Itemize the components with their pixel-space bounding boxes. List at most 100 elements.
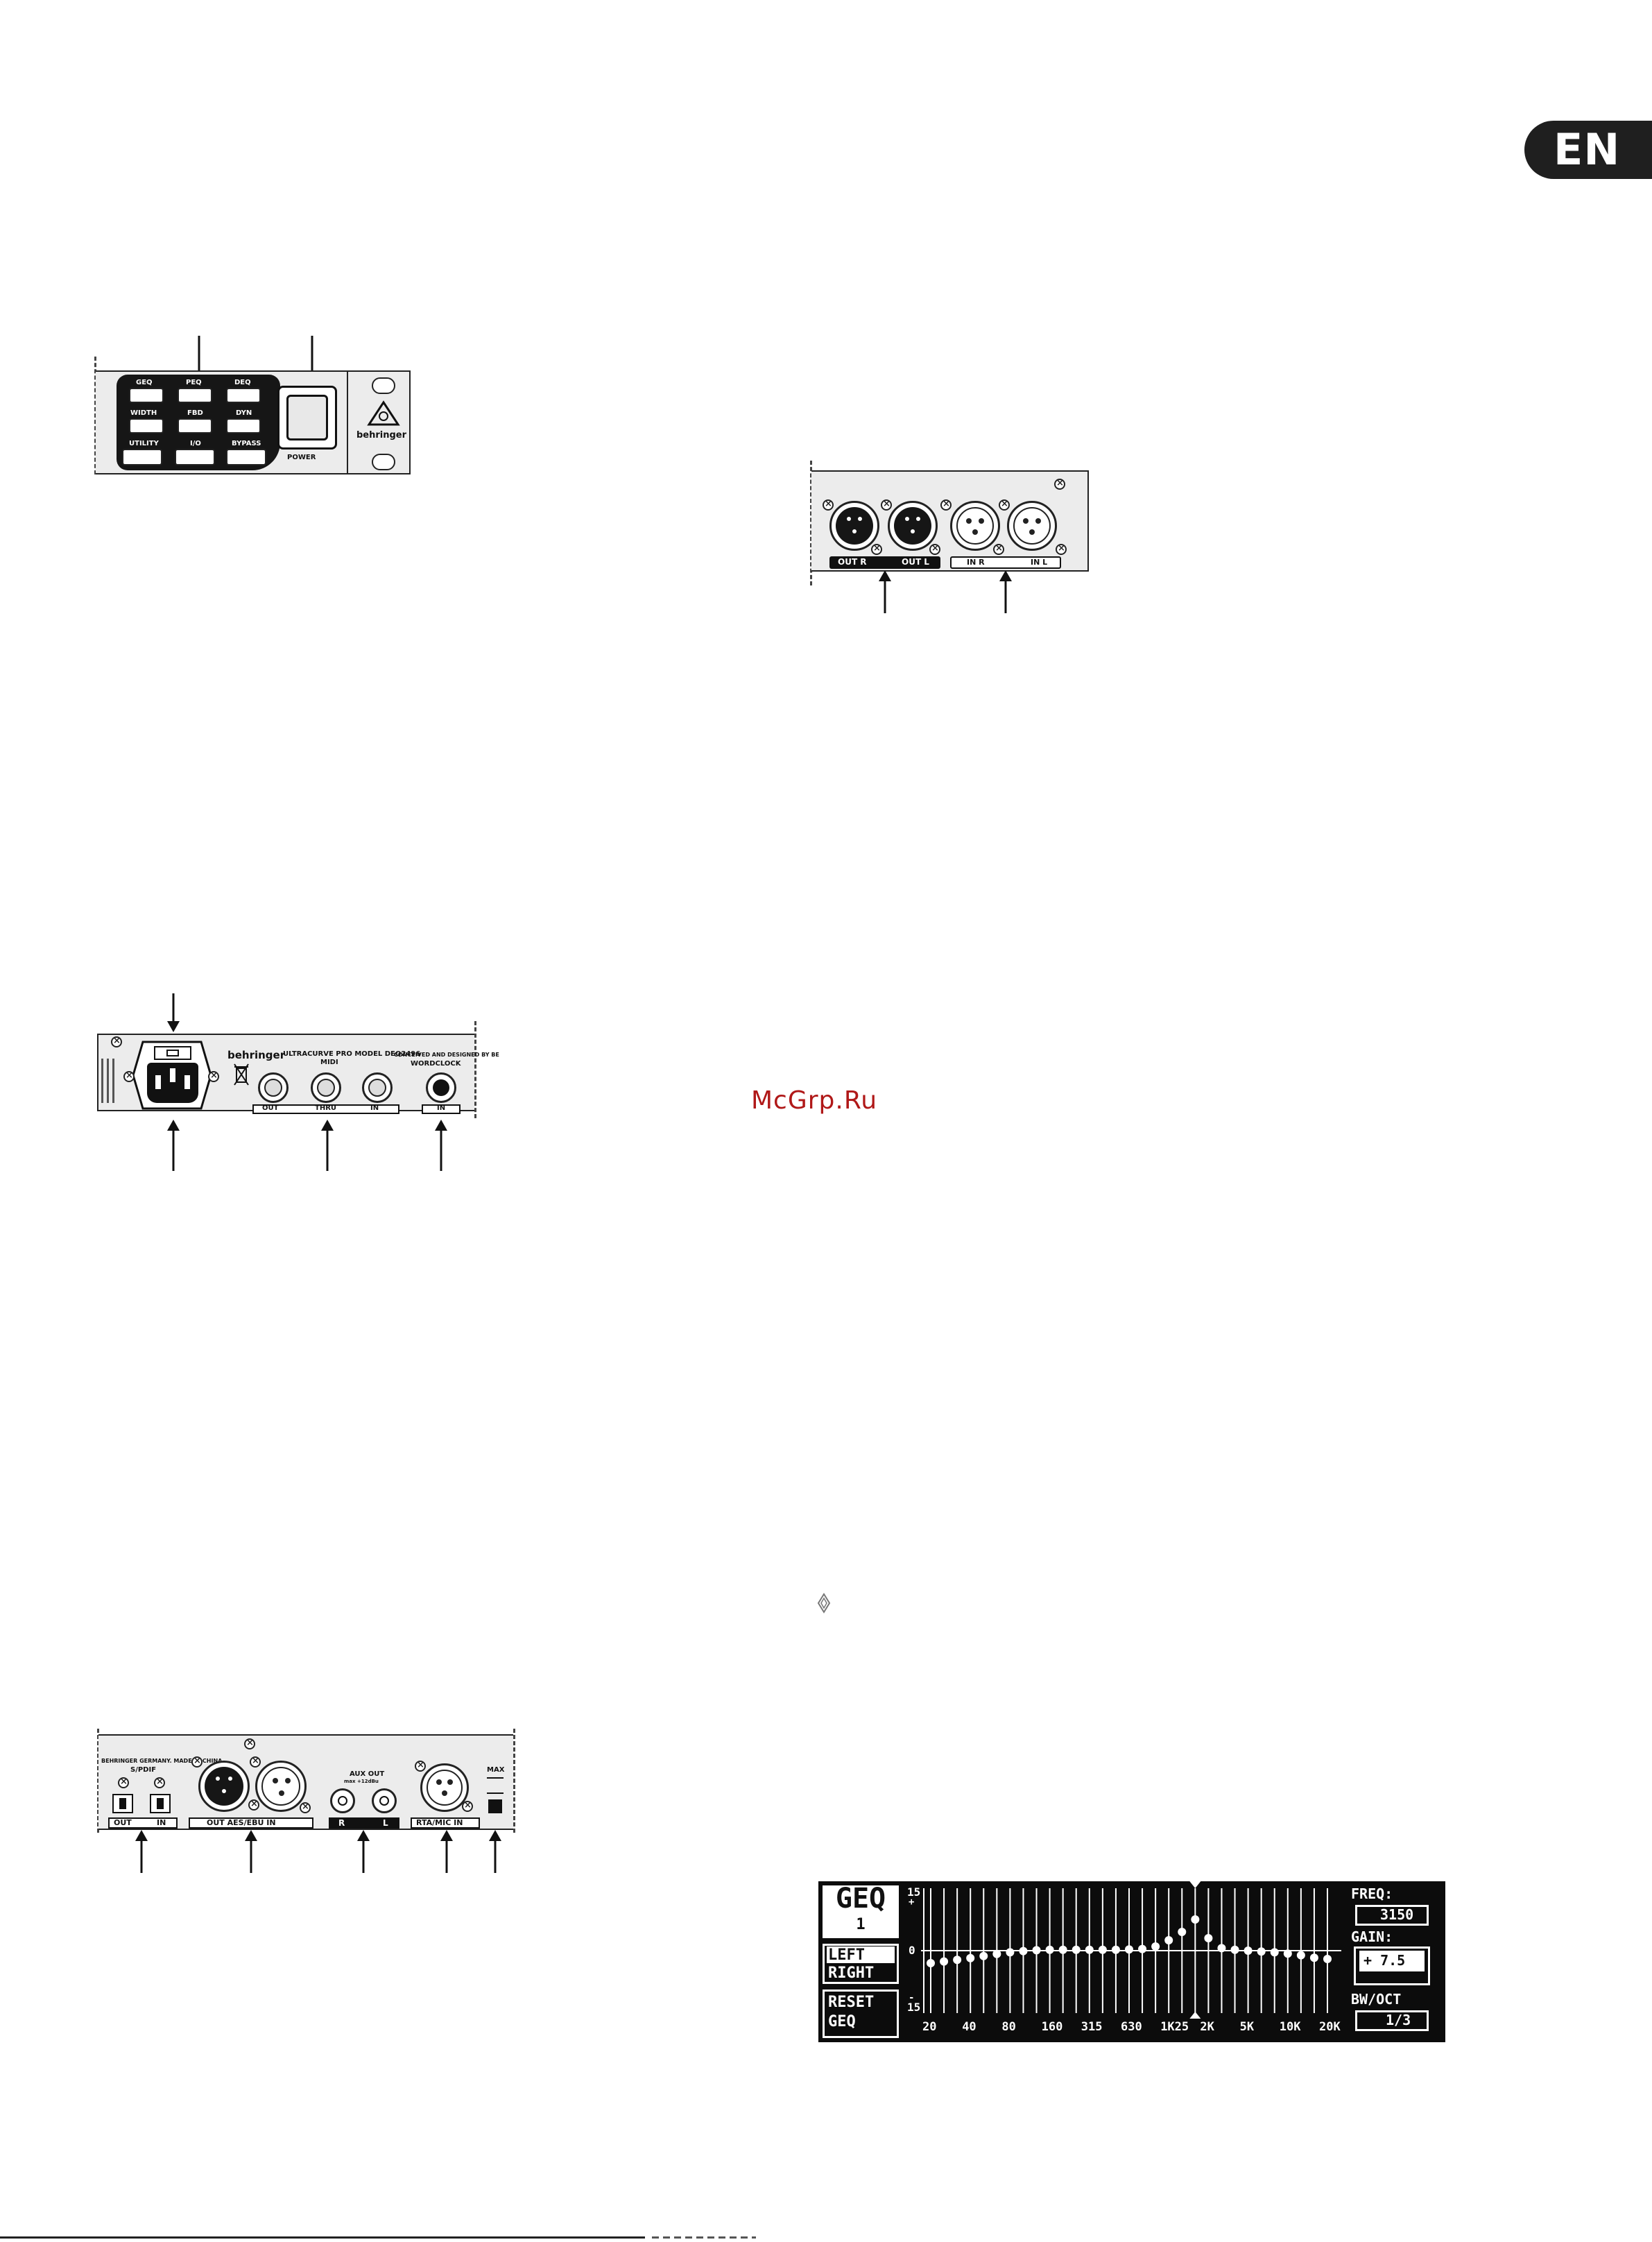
freq-tick-label: 20 (922, 2020, 937, 2034)
band-fader-knob[interactable] (966, 1953, 975, 1962)
in-l-label: IN L (1031, 558, 1048, 567)
aes-ebu-out-jack[interactable] (198, 1761, 250, 1812)
xlr-out-l-jack[interactable] (888, 501, 938, 551)
gain-value-box[interactable] (1359, 1951, 1425, 1971)
band-fader-knob[interactable] (940, 1957, 949, 1966)
screw (248, 1799, 259, 1811)
key-label-io: I/O (190, 440, 201, 447)
screw (1054, 478, 1065, 490)
wordclock-in-label: IN (437, 1104, 446, 1112)
aux-out-l-jack[interactable] (372, 1788, 397, 1813)
band-fader-knob[interactable] (1164, 1936, 1173, 1944)
fbd-key[interactable] (178, 418, 212, 434)
midi-out-jack[interactable] (258, 1072, 289, 1103)
aux-out-r-jack[interactable] (330, 1788, 355, 1813)
band-fader-knob[interactable] (1125, 1945, 1133, 1954)
band-fader-knob[interactable] (1072, 1945, 1081, 1954)
cut-line (474, 1021, 476, 1118)
spdif-label-strip (108, 1817, 178, 1829)
band-fader-knob[interactable] (979, 1951, 988, 1960)
band-fader-knob[interactable] (1270, 1948, 1279, 1957)
made-in-label: BEHRINGER GERMANY. MADE IN CHINA (101, 1758, 223, 1764)
band-fader-knob[interactable] (1191, 1915, 1200, 1924)
band-fader-knob[interactable] (1019, 1946, 1028, 1956)
freq-tick-label: 160 (1041, 2020, 1063, 2034)
freq-tick-label: 10K (1279, 2020, 1301, 2034)
band-fader-knob[interactable] (1230, 1945, 1239, 1954)
scale-minus-sign: - (909, 1992, 915, 2003)
band-fader-knob[interactable] (1058, 1945, 1067, 1954)
freq-tick-label: 40 (962, 2020, 976, 2034)
band-fader-knob[interactable] (992, 1949, 1001, 1958)
fuse-holder[interactable] (154, 1046, 191, 1060)
band-fader-knob[interactable] (1283, 1949, 1292, 1958)
aux-max-label: max +12dBu (344, 1779, 379, 1784)
width-key[interactable] (129, 418, 164, 434)
aux-label-strip (329, 1817, 399, 1829)
weee-bin-icon (234, 1063, 249, 1086)
geq-key[interactable] (129, 388, 164, 403)
band-fader-knob[interactable] (1217, 1944, 1226, 1953)
band-fader-knob[interactable] (927, 1959, 935, 1967)
band-fader-knob[interactable] (1006, 1948, 1015, 1957)
band-fader-knob[interactable] (1032, 1946, 1041, 1955)
freq-tick-label: 20K (1319, 2020, 1341, 2034)
band-fader-knob[interactable] (953, 1956, 962, 1965)
band-fader-knob[interactable] (1085, 1945, 1094, 1954)
input-label-strip (950, 556, 1061, 569)
midi-in-jack[interactable] (362, 1072, 393, 1103)
phantom-switch[interactable] (488, 1799, 502, 1813)
utility-key[interactable] (122, 449, 162, 465)
xlr-out-r-jack[interactable] (829, 501, 879, 551)
mode-number: 1 (856, 1916, 866, 1933)
band-fader-knob[interactable] (1257, 1947, 1266, 1956)
freq-tick-label: 80 (1001, 2020, 1016, 2034)
peq-key[interactable] (178, 388, 212, 403)
dyn-key[interactable] (226, 418, 261, 434)
io-key[interactable] (175, 449, 215, 465)
xlr-in-l-jack[interactable] (1007, 501, 1057, 551)
analog-arrows (879, 570, 1012, 613)
band-fader-knob[interactable] (1138, 1944, 1147, 1953)
spdif-out-optical[interactable] (112, 1794, 133, 1813)
spdif-in-optical[interactable] (150, 1794, 171, 1813)
screw (929, 543, 940, 555)
band-fader-knob[interactable] (1204, 1934, 1213, 1942)
channel-box[interactable] (823, 1944, 899, 1984)
band-fader-knob[interactable] (1045, 1945, 1054, 1954)
screw (415, 1760, 426, 1772)
midi-out-label: OUT (262, 1104, 279, 1112)
spdif-out-label: OUT (114, 1818, 132, 1827)
band-fader-knob[interactable] (1309, 1953, 1318, 1962)
rta-mic-in-jack[interactable] (420, 1763, 469, 1812)
band-fader-knob[interactable] (1323, 1955, 1332, 1963)
footer-rule (0, 2236, 645, 2239)
midi-thru-jack[interactable] (311, 1072, 341, 1103)
reset-geq-label: GEQ (828, 2013, 856, 2030)
xlr-in-r-jack[interactable] (950, 501, 1000, 551)
wordclock-in-jack[interactable] (426, 1072, 456, 1103)
cut-line (97, 1729, 99, 1833)
aes-ebu-in-jack[interactable] (255, 1761, 307, 1812)
geq-graph (921, 1881, 1341, 2019)
out-l-label: OUT L (902, 557, 929, 567)
band-fader-knob[interactable] (1151, 1942, 1160, 1951)
band-fader-knob[interactable] (1296, 1951, 1305, 1960)
deq-key[interactable] (226, 388, 261, 403)
freq-value: 3150 (1380, 1906, 1414, 1923)
bw-value-box[interactable] (1355, 2010, 1429, 2031)
band-fader-knob[interactable] (1098, 1945, 1107, 1954)
band-fader-knob[interactable] (1178, 1928, 1187, 1936)
reset-geq-button[interactable] (823, 1989, 899, 2038)
small-diamond-icon (817, 1593, 831, 1614)
mode-label: GEQ (835, 1883, 886, 1915)
iec-power-socket[interactable] (147, 1063, 198, 1103)
bypass-key[interactable] (226, 449, 266, 465)
channel-right: RIGHT (828, 1965, 875, 1982)
output-label-strip (829, 556, 940, 569)
power-switch[interactable] (277, 386, 337, 450)
rta-label: RTA/MIC IN (416, 1818, 463, 1827)
freq-value-box[interactable] (1355, 1905, 1429, 1926)
band-fader-knob[interactable] (1244, 1946, 1253, 1955)
band-fader-knob[interactable] (1111, 1945, 1120, 1954)
